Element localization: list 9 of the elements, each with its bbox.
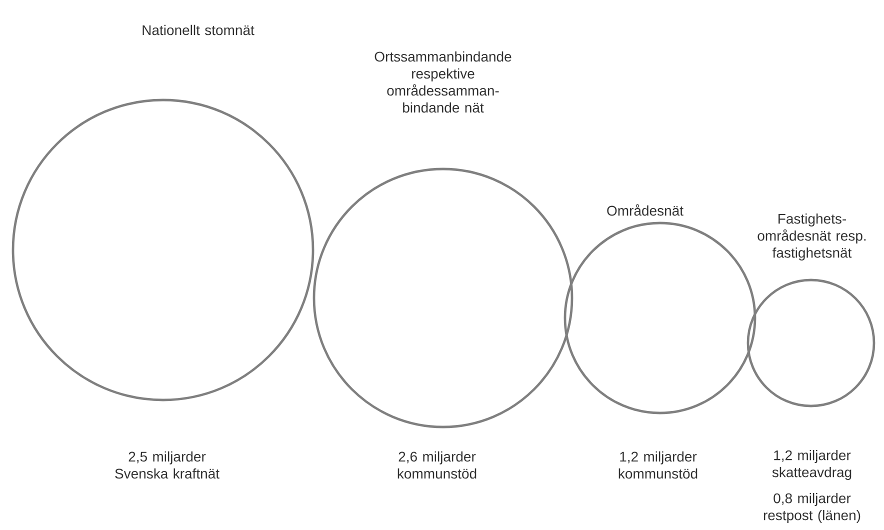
circle-heading: Ortssammanbindande respektive områdessamman-bindande nät: [374, 51, 512, 113]
circle-heading: Fastighets-områdesnät resp. fastighetsnät: [758, 213, 866, 261]
amount-label: 1,2 miljarder skatteavdrag: [772, 450, 852, 480]
amount-label: 0,8 miljarder restpost (länen): [764, 492, 860, 523]
amount-label: 2,5 miljarder Svenska kraftnät: [115, 451, 220, 479]
circle-heading: Områdesnät: [607, 204, 684, 216]
amount-label: 1,2 miljarder kommunstöd: [618, 451, 698, 479]
amount-label: 2,6 miljarder kommunstöd: [398, 451, 476, 479]
circle-heading: Nationellt stomnät: [142, 24, 254, 36]
